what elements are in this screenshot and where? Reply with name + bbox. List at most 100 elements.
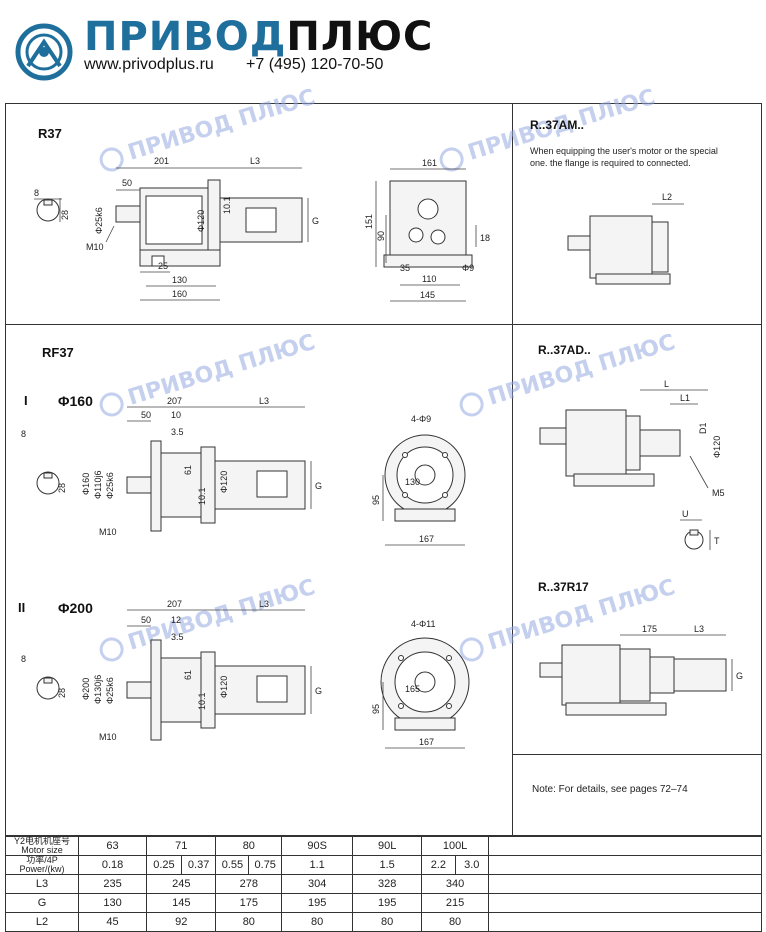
power-cell: 0.37 xyxy=(180,855,217,875)
dim-g: G xyxy=(312,216,319,226)
dim-8: 8 xyxy=(34,188,39,198)
dim-28: 28 xyxy=(57,688,67,698)
dim-l3: L3 xyxy=(259,600,269,609)
dim-u: U xyxy=(682,509,689,519)
drawing-r37-side: 8 28 201 L3 50 Φ25k6 Φ120 10.1 G M10 25 … xyxy=(34,156,319,301)
flange-diameter-120: Φ120 xyxy=(219,676,229,698)
l3-cell: 278 xyxy=(215,874,283,894)
drawing-r37-end: 161 151 90 18 35 Φ9 110 145 xyxy=(364,158,490,302)
variant-label-1: I xyxy=(24,393,28,408)
table-row: G 130 145 175 195 195 215 xyxy=(5,893,762,913)
holes-spec: 4-Φ11 xyxy=(411,619,436,629)
power-cell: 0.75 xyxy=(248,855,283,875)
flange-diameter-200: Φ200 xyxy=(81,678,91,700)
dim-61: 61 xyxy=(183,670,193,680)
dim-201: 201 xyxy=(154,156,169,166)
shaft-diameter: Φ25k6 xyxy=(94,207,104,234)
empty-cell xyxy=(488,836,762,856)
section-title-r37: R37 xyxy=(38,126,62,141)
l3-cell: 235 xyxy=(77,874,148,894)
dim-12: 12 xyxy=(171,615,181,625)
empty-cell xyxy=(488,874,762,894)
website-link[interactable]: www.privodplus.ru xyxy=(84,56,214,73)
power-cell: 0.55 xyxy=(215,855,250,875)
thread-m10: M10 xyxy=(86,242,104,252)
pcd-165: 165 xyxy=(405,684,420,694)
dim-3-5: 3.5 xyxy=(171,427,184,437)
dim-8: 8 xyxy=(21,429,26,439)
table-row: Y2电机机座号 Motor size 63 71 80 90S 90L 100L xyxy=(5,836,762,856)
dim-110: 110 xyxy=(422,274,436,284)
g-cell: 195 xyxy=(352,893,423,913)
dim-35: 35 xyxy=(400,263,410,273)
g-cell: 145 xyxy=(146,893,217,913)
motor-size-cell: 71 xyxy=(146,836,217,856)
motor-size-cell: 80 xyxy=(215,836,283,856)
section-title-rf37: RF37 xyxy=(42,345,74,360)
dim-l: L xyxy=(664,379,669,389)
am-note: When equipping the user's motor or the s… xyxy=(530,146,718,168)
motor-size-cell: 100L xyxy=(421,836,489,856)
dim-l3: L3 xyxy=(250,156,260,166)
power-cell: 1.1 xyxy=(281,855,354,875)
holes-spec: 4-Φ9 xyxy=(411,414,431,424)
dim-l1: L1 xyxy=(680,393,690,403)
pcd-130: 130 xyxy=(405,477,420,487)
dim-25: 25 xyxy=(158,261,168,271)
l3-cell: 304 xyxy=(281,874,354,894)
spigot-diameter: Φ110j6 xyxy=(93,470,103,499)
divider-top xyxy=(5,324,512,325)
section-title-r17: R..37R17 xyxy=(538,580,589,594)
flange-diameter-160: Φ160 xyxy=(81,473,91,495)
thread-m10: M10 xyxy=(99,732,117,742)
divider-vertical xyxy=(512,103,513,836)
g-cell: 215 xyxy=(421,893,489,913)
l2-cell: 80 xyxy=(215,912,283,932)
dim-95: 95 xyxy=(371,704,381,714)
drawing-rf37-front1: 4-Φ9 130 95 167 xyxy=(371,414,466,546)
dim-10: 10 xyxy=(171,410,181,420)
dim-161: 161 xyxy=(422,158,437,168)
divider-right-2 xyxy=(512,754,762,755)
details-note: Note: For details, see pages 72–74 xyxy=(532,784,688,795)
flange-diameter: Φ120 xyxy=(196,210,206,232)
dim-g: G xyxy=(315,686,322,696)
dim-l3: L3 xyxy=(694,624,704,634)
section-title-am: R..37AM.. xyxy=(530,118,585,132)
drawing-rf37-variant1: 8 28 207 L3 50 10 3.5 Φ160 Φ110j6 Φ25k6 … xyxy=(21,396,322,537)
header-l3: L3 xyxy=(5,874,79,894)
flange-diameter-120: Φ120 xyxy=(712,436,722,458)
dim-90: 90 xyxy=(376,231,386,241)
dim-10-1: 10.1 xyxy=(197,692,207,710)
motor-size-cell: 63 xyxy=(77,836,148,856)
dim-207: 207 xyxy=(167,600,182,609)
dim-151: 151 xyxy=(364,214,374,229)
dim-3-5: 3.5 xyxy=(171,632,184,642)
dim-50: 50 xyxy=(141,615,151,625)
section-title-ad: R..37AD.. xyxy=(538,343,591,357)
dim-50: 50 xyxy=(141,410,151,420)
logo-icon xyxy=(14,22,74,82)
header-motor-size: Y2电机机座号 Motor size xyxy=(5,836,79,856)
drawing-ad: L L1 D1 Φ120 M5 U T xyxy=(539,379,725,550)
dim-95: 95 xyxy=(371,495,381,505)
power-cell: 2.2 xyxy=(421,855,456,875)
motor-size-cell: 90S xyxy=(281,836,354,856)
dim-l2: L2 xyxy=(662,192,672,202)
l2-cell: 45 xyxy=(77,912,148,932)
dim-130: 130 xyxy=(172,275,187,285)
dim-10-1: 10.1 xyxy=(197,487,207,505)
variant-flange-1: Φ160 xyxy=(58,393,93,409)
hole-diameter: Φ9 xyxy=(462,263,474,273)
dim-28: 28 xyxy=(60,210,70,220)
empty-cell xyxy=(488,855,762,875)
spec-table: Y2电机机座号 Motor size 63 71 80 90S 90L 100L… xyxy=(5,836,762,932)
l3-cell: 340 xyxy=(421,874,489,894)
l2-cell: 80 xyxy=(281,912,354,932)
shaft-diameter: Φ25k6 xyxy=(105,472,115,499)
shaft-diameter: Φ25k6 xyxy=(105,677,115,704)
power-cell: 3.0 xyxy=(454,855,490,875)
phone-number: +7 (495) 120-70-50 xyxy=(246,56,384,73)
main-frame xyxy=(5,103,762,836)
dim-t: T xyxy=(714,536,720,546)
